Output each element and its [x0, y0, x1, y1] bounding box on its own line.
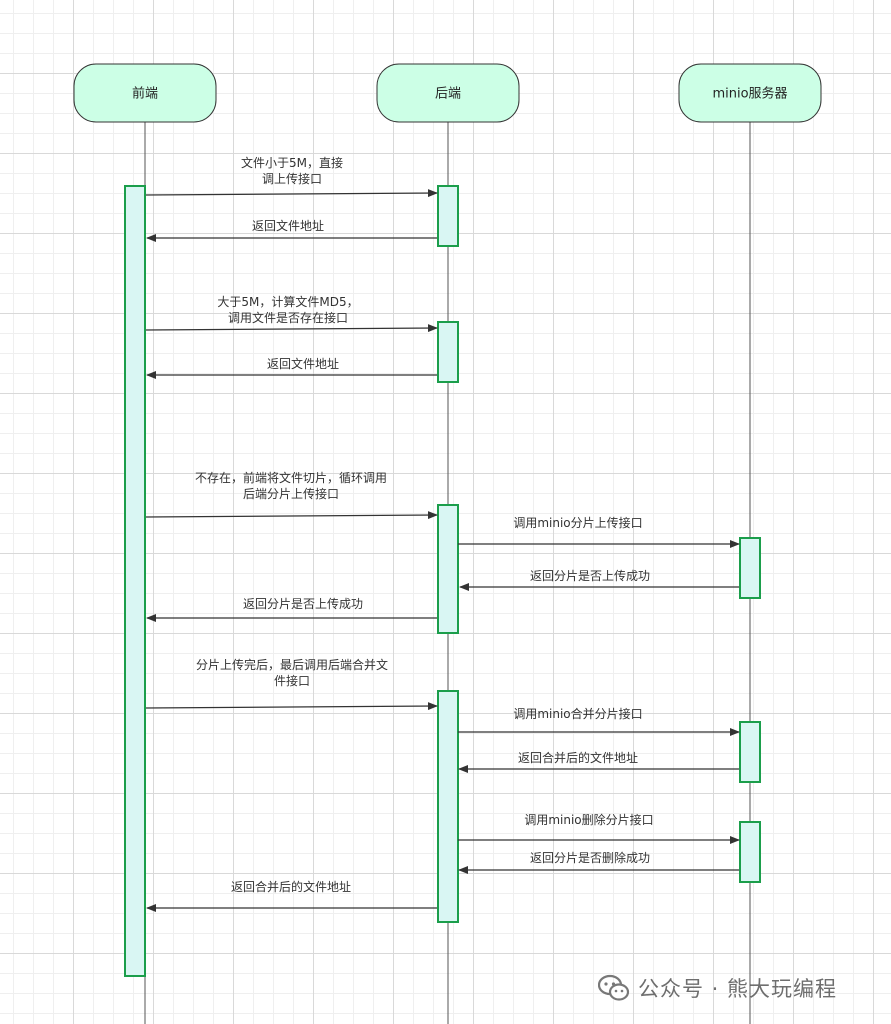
- message-label: 返回合并后的文件地址: [518, 750, 638, 765]
- participant-label: minio服务器: [712, 86, 787, 102]
- message-backend-to-frontend: 返回文件地址: [146, 218, 437, 242]
- participant-label: 后端: [435, 87, 461, 102]
- message-minio-to-backend: 返回分片是否删除成功: [458, 850, 739, 874]
- message-minio-to-backend: 返回分片是否上传成功: [459, 568, 739, 591]
- participant-box: [376, 63, 520, 123]
- participant-frontend: 前端: [73, 63, 217, 123]
- message-label: 调上传接口: [262, 171, 322, 186]
- activation-bar-backend: [437, 185, 459, 247]
- message-label: 返回分片是否上传成功: [530, 568, 650, 583]
- message-label: 后端分片上传接口: [243, 486, 339, 501]
- message-arrow: [145, 702, 438, 711]
- message-label: 调用文件是否存在接口: [228, 310, 348, 325]
- activation-bar-backend: [437, 504, 459, 634]
- participant-label: 前端: [132, 86, 158, 102]
- message-label: 返回合并后的文件地址: [231, 879, 351, 894]
- activation-bar-frontend: [124, 185, 146, 977]
- message-arrow: [145, 324, 438, 333]
- activation-bar-backend: [437, 690, 459, 923]
- message-label: 调用minio合并分片接口: [513, 706, 642, 721]
- participant-box: [678, 63, 822, 123]
- watermark: 公众号 · 熊大玩编程: [598, 972, 837, 1004]
- wechat-icon: [598, 974, 630, 1001]
- message-label: 大于5M，计算文件MD5，: [217, 294, 358, 309]
- message-backend-to-minio: 调用minio合并分片接口: [458, 706, 740, 736]
- message-label: 件接口: [274, 673, 310, 688]
- message-label: 文件小于5M，直接: [241, 155, 343, 170]
- activation-bar-minio: [739, 821, 761, 883]
- watermark-text: 公众号 · 熊大玩编程: [638, 977, 838, 1001]
- activation-bar-minio: [739, 721, 761, 783]
- message-backend-to-frontend: 返回合并后的文件地址: [146, 879, 437, 912]
- activation-bar-backend: [437, 321, 459, 383]
- message-label: 返回文件地址: [252, 218, 324, 233]
- participant-box: [73, 63, 217, 123]
- message-frontend-to-backend: 大于5M，计算文件MD5，调用文件是否存在接口: [145, 294, 438, 333]
- message-backend-to-minio: 调用minio分片上传接口: [458, 515, 740, 548]
- message-label: 返回文件地址: [267, 356, 339, 371]
- participant-minio: minio服务器: [678, 63, 822, 123]
- message-label: 调用minio分片上传接口: [513, 515, 642, 530]
- message-label: 分片上传完后，最后调用后端合并文: [196, 657, 388, 672]
- message-backend-to-frontend: 返回文件地址: [146, 356, 437, 379]
- message-arrow: [145, 511, 438, 520]
- message-backend-to-minio: 调用minio删除分片接口: [458, 812, 740, 844]
- message-label: 返回分片是否上传成功: [243, 596, 363, 611]
- message-label: 不存在，前端将文件切片，循环调用: [195, 470, 387, 485]
- participant-backend: 后端: [376, 63, 520, 123]
- message-backend-to-frontend: 返回分片是否上传成功: [146, 596, 437, 622]
- activation-bar-minio: [739, 537, 761, 599]
- message-arrow: [145, 189, 438, 198]
- message-label: 调用minio删除分片接口: [524, 812, 653, 827]
- message-label: 返回分片是否删除成功: [530, 850, 650, 865]
- message-minio-to-backend: 返回合并后的文件地址: [458, 750, 739, 773]
